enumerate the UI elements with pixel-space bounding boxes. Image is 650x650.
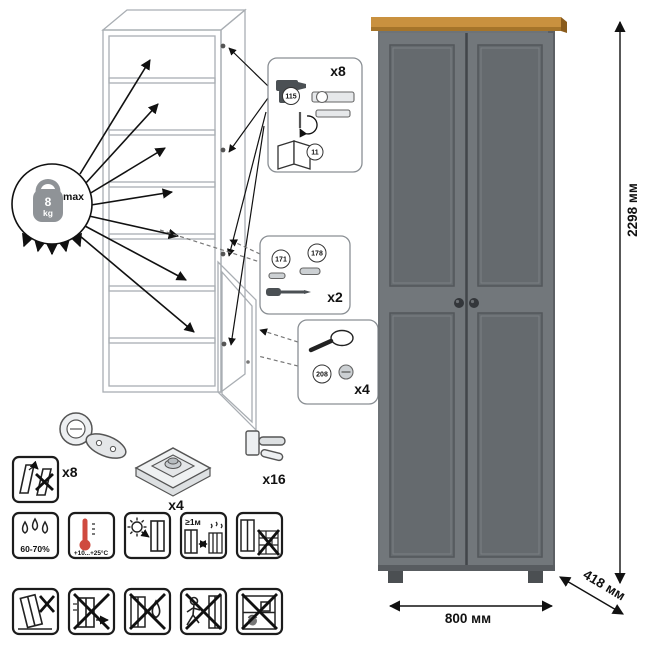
foot-count: x4 <box>168 497 184 513</box>
thermometer-icon <box>79 518 95 551</box>
depth-dimension-label: 418 мм <box>581 567 628 604</box>
hinge-cross-section-icon <box>311 90 355 118</box>
weight-max-label: max <box>63 191 84 203</box>
wardrobe-glyph <box>150 520 165 552</box>
dowel-count-label: x2 <box>327 289 343 305</box>
wood-top <box>371 17 561 30</box>
cam-lock-icon <box>338 364 354 380</box>
manual-book-icon <box>277 140 311 170</box>
dowel-icon <box>268 267 321 280</box>
hinge-leader-lines <box>226 47 269 346</box>
wardrobe-glyph <box>240 519 255 552</box>
wardrobe-glyph <box>184 529 198 554</box>
min-distance-label: ≥1м <box>185 517 201 527</box>
depth-dimension-arrow <box>559 576 624 615</box>
dowel-part-b-number: 178 <box>311 251 323 258</box>
temperature-range-label: +10...+25°C <box>74 549 109 557</box>
adjustable-foot-hardware: x4 <box>134 447 212 513</box>
hinge-hardware: x8 <box>59 412 127 480</box>
screwdriver-icon <box>266 288 311 296</box>
kettlebell-icon <box>33 179 63 222</box>
weight-limit-badge: 8 kg max <box>11 163 93 245</box>
wireframe-open-door <box>217 260 257 432</box>
screw-turn-icon <box>298 112 318 138</box>
cam-leader-lines <box>257 328 299 367</box>
dowel-leader-lines <box>159 229 261 263</box>
running-child-icon <box>186 596 201 626</box>
small-kettlebell-icon <box>247 614 258 626</box>
hinge-count-label: x8 <box>330 63 346 79</box>
hinge-position-dots <box>220 43 227 347</box>
care-icon-damp-wall <box>235 511 284 560</box>
care-icon-no-tilt <box>11 587 60 636</box>
drill-part-number: 115 <box>285 94 296 101</box>
weight-value: 8 <box>45 195 52 209</box>
care-icon-no-overload <box>235 587 284 636</box>
care-icon-temperature: +10...+25°C <box>67 511 116 560</box>
cam-count-label: x4 <box>354 381 370 397</box>
width-dimension-label: 800 мм <box>445 611 491 626</box>
hinge-hardware-count: x8 <box>62 464 78 480</box>
door-knobs <box>454 298 479 308</box>
door-panels <box>389 44 543 558</box>
tilted-wardrobe-glyph <box>19 593 44 629</box>
wardrobe-feet <box>388 571 543 583</box>
sun-icon <box>127 517 147 537</box>
care-icon-no-wet <box>123 587 172 636</box>
shelf-pin-hardware: x16 <box>245 430 286 487</box>
care-icon-carry <box>11 455 60 504</box>
care-icon-humidity: 60-70% <box>11 511 60 560</box>
wardrobe-render <box>371 17 567 583</box>
hinge-detail-box: x8 115 11 <box>267 57 363 173</box>
wireframe-wardrobe <box>101 8 257 432</box>
cam-detail-box: 208 x4 <box>297 319 379 405</box>
humidity-range-label: 60-70% <box>20 544 50 554</box>
care-icon-sunlight <box>123 511 172 560</box>
cam-part-number: 208 <box>316 372 328 379</box>
dowel-part-a-number: 171 <box>275 257 287 264</box>
weight-unit: kg <box>43 208 53 218</box>
height-dimension-label: 2298 мм <box>625 183 640 237</box>
radiator-icon <box>208 521 223 554</box>
shelf-pin-count: x16 <box>262 471 286 487</box>
care-icon-no-drag <box>67 587 116 636</box>
water-drops-icon <box>21 517 49 534</box>
care-icon-no-children <box>179 587 228 636</box>
shelf-load-arrows <box>79 59 195 333</box>
wireframe-shelves <box>108 77 216 344</box>
dowel-detail-box: 171 178 x2 <box>259 235 351 315</box>
hand-press-icon <box>308 329 354 353</box>
manual-part-number: 11 <box>311 150 319 157</box>
care-icon-heat-distance: ≥1м <box>179 511 228 560</box>
